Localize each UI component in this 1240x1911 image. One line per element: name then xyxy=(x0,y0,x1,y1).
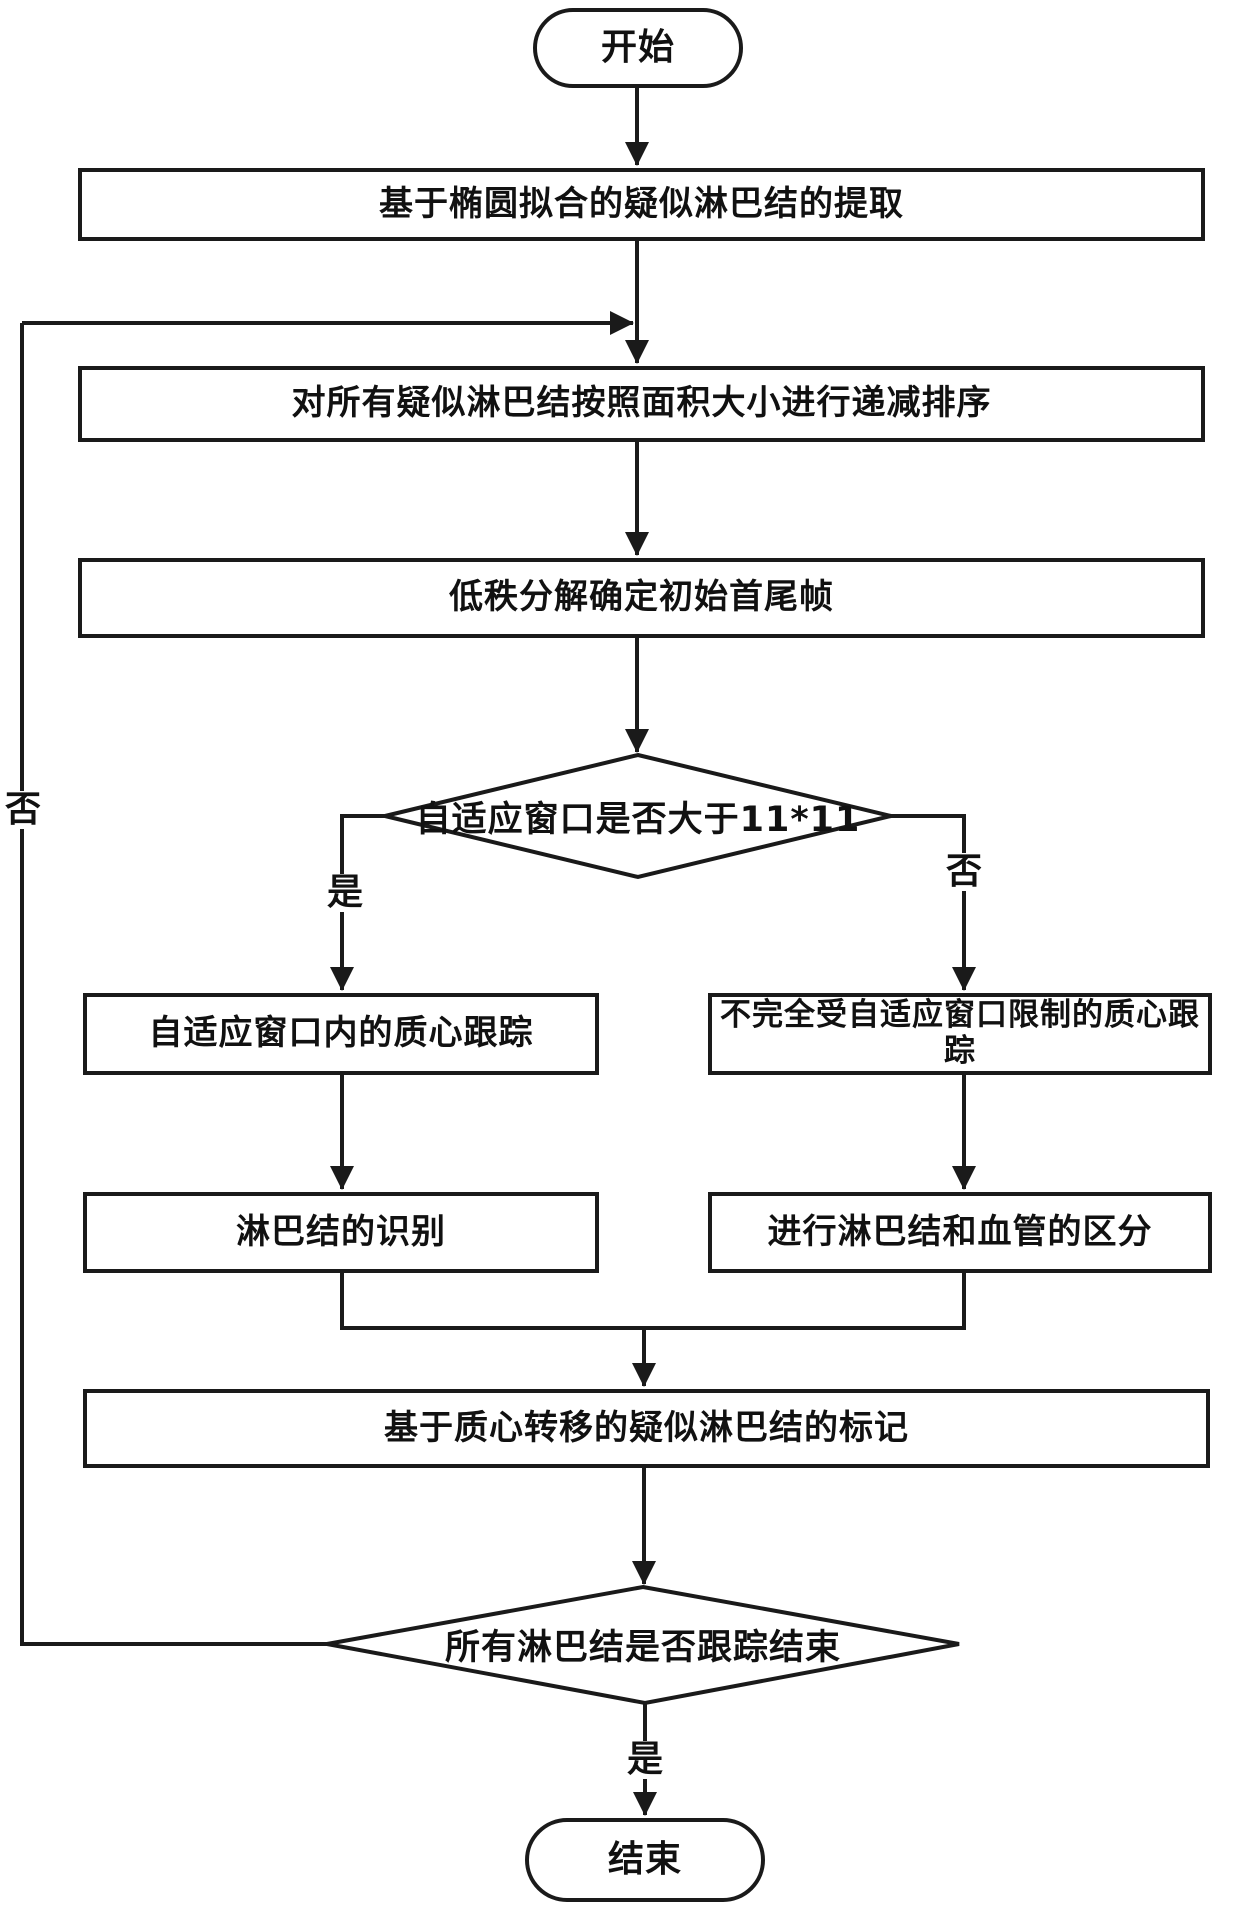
start-terminal: 开始 xyxy=(533,8,743,88)
decision1-diamond xyxy=(384,752,892,880)
step-lowrank-box: 低秩分解确定初始首尾帧 xyxy=(78,558,1205,638)
edge-yes-to-track-in-window xyxy=(330,814,385,991)
edge-no-loop-back xyxy=(20,323,327,1646)
decision2-text: 所有淋巴结是否跟踪结束 xyxy=(444,1627,841,1668)
label-no-right: 否 xyxy=(943,851,985,892)
end-terminal: 结束 xyxy=(525,1818,765,1902)
step-distinguish-box: 进行淋巴结和血管的区分 xyxy=(708,1192,1212,1273)
edge-merge-bar xyxy=(340,1273,966,1330)
step-track-not-limited-box: 不完全受自适应窗口限制的质心跟踪 xyxy=(708,993,1212,1075)
step-track-in-window-box: 自适应窗口内的质心跟踪 xyxy=(83,993,599,1075)
step-extract-box: 基于椭圆拟合的疑似淋巴结的提取 xyxy=(78,168,1205,241)
step-sort-box: 对所有疑似淋巴结按照面积大小进行递减排序 xyxy=(78,366,1205,442)
step-identify-box: 淋巴结的识别 xyxy=(83,1192,599,1273)
label-yes-left: 是 xyxy=(324,872,366,913)
label-no-loop: 否 xyxy=(2,789,44,830)
decision1-text: 自适应窗口是否大于11*11 xyxy=(415,799,861,840)
edge-no-to-track-not-limited xyxy=(891,814,976,991)
label-yes-bottom: 是 xyxy=(624,1739,666,1780)
step-mark-box: 基于质心转移的疑似淋巴结的标记 xyxy=(83,1389,1210,1468)
